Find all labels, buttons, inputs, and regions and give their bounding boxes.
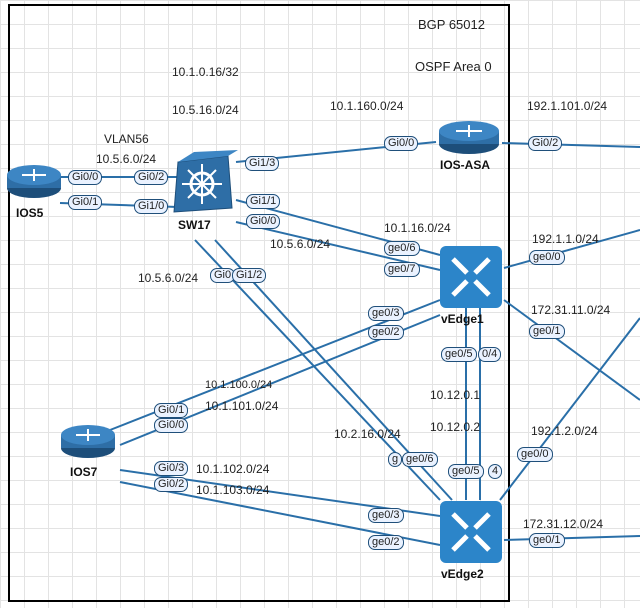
subnet-label: 10.12.0.2 [430,420,481,434]
subnet-label: 10.5.16.0/24 [172,103,239,117]
subnet-label: 10.1.0.16/32 [172,65,239,79]
sw17-switch-icon[interactable] [168,150,238,220]
interface-badge[interactable]: ge0/0 [517,447,553,462]
subnet-label: 10.1.101.0/24 [205,399,279,413]
link-iosasa-external[interactable] [501,142,640,148]
interface-badge[interactable]: g [388,452,403,467]
interface-badge[interactable]: Gi0/0 [154,418,189,433]
interface-badge[interactable]: Gi0/0 [246,214,281,229]
interface-badge[interactable]: ge0/1 [529,533,565,548]
link-vedge1-external-b[interactable] [503,299,640,401]
subnet-label: 172.31.12.0/24 [523,517,604,531]
interface-badge[interactable]: Gi0/3 [154,461,189,476]
vedge1-icon[interactable] [439,245,503,309]
link-vedge2-external-b[interactable] [503,535,640,541]
subnet-label: 10.12.0.1 [430,388,481,402]
subnet-label: 192.1.101.0/24 [527,99,608,113]
link-vedge2-external-a[interactable] [499,317,640,501]
interface-badge[interactable]: Gi0/2 [528,136,563,151]
vedge2-icon[interactable] [439,500,503,564]
link-ios7-vedge2-b[interactable] [119,481,441,546]
interface-badge[interactable]: Gi1/0 [134,199,169,214]
interface-badge[interactable]: Gi0/2 [134,170,169,185]
ios7-router-icon[interactable] [58,420,118,460]
interface-badge[interactable]: ge0/3 [368,508,404,523]
subnet-label: 10.1.102.0/24 [196,462,270,476]
interface-badge[interactable]: Gi0/1 [68,195,103,210]
interface-badge[interactable]: Gi0/0 [68,170,103,185]
ospf-label: OSPF Area 0 [415,59,492,74]
interface-badge[interactable]: ge0/2 [368,535,404,550]
subnet-label: 192.1.1.0/24 [532,232,599,246]
subnet-label: 10.1.103.0/24 [196,483,270,497]
subnet-label: 10.2.16.0/24 [334,427,401,441]
interface-badge[interactable]: ge0/1 [529,324,565,339]
interface-badge[interactable]: ge0/6 [402,452,438,467]
interface-badge[interactable]: Gi1/2 [232,268,267,283]
interface-badge[interactable]: 0/4 [478,347,502,362]
interface-badge[interactable]: Gi0/0 [384,136,419,151]
interface-badge[interactable]: ge0/3 [368,306,404,321]
interface-badge[interactable]: ge0/5 [441,347,477,362]
link-vedge1-external-a[interactable] [503,229,640,269]
interface-badge[interactable]: Gi0/1 [154,403,189,418]
vedge1-label: vEdge1 [441,312,484,326]
interface-badge[interactable]: Gi0/2 [154,477,189,492]
ios7-label: IOS7 [70,465,98,479]
interface-badge[interactable]: ge0/0 [529,250,565,265]
subnet-label: 10.5.6.0/24 [270,237,331,251]
iosasa-router-icon[interactable] [436,116,502,156]
subnet-label: 10.1.100.0/24 [205,379,273,391]
interface-badge[interactable]: ge0/7 [384,262,420,277]
interface-badge[interactable]: Gi1/1 [246,194,281,209]
subnet-label: 10.5.6.0/24 [96,152,157,166]
subnet-label: 172.31.11.0/24 [531,303,611,317]
interface-badge[interactable]: 4 [488,464,503,479]
ios5-router-icon[interactable] [4,160,64,200]
subnet-label: 10.1.16.0/24 [384,221,451,235]
subnet-label: 10.5.6.0/24 [138,271,199,285]
interface-badge[interactable]: ge0/5 [448,464,484,479]
bgp-label: BGP 65012 [418,17,485,32]
subnet-label: 192.1.2.0/24 [531,424,598,438]
ios5-label: IOS5 [16,206,44,220]
interface-badge[interactable]: ge0/2 [368,325,404,340]
interface-badge[interactable]: ge0/6 [384,241,420,256]
subnet-label: 10.1.160.0/24 [330,99,404,113]
iosasa-label: IOS-ASA [440,158,491,172]
interface-badge[interactable]: Gi1/3 [245,156,280,171]
sw17-label: SW17 [178,218,211,232]
vlan-label: VLAN56 [104,132,149,146]
vedge2-label: vEdge2 [441,567,484,581]
